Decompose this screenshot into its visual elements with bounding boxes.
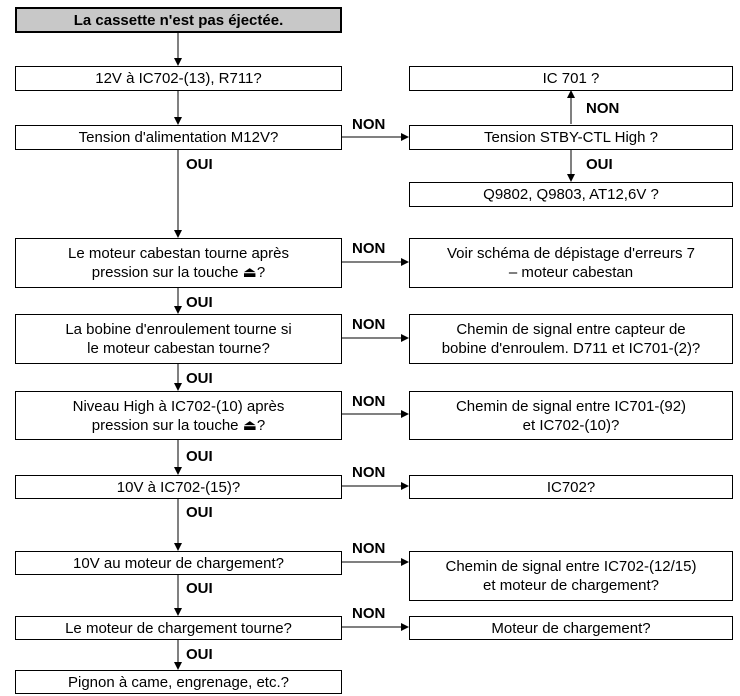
side-chemin-capteur-d711: Chemin de signal entre capteur de bobine… [409,314,733,364]
label-non: NON [352,605,386,622]
label-non: NON [352,393,386,410]
side-voir-schema-7: Voir schéma de dépistage d'erreurs 7 – m… [409,238,733,288]
side-moteur-chargement: Moteur de chargement? [409,616,733,640]
step-10v-moteur-chargement: 10V au moteur de chargement? [15,551,342,575]
label-oui: OUI [586,156,613,173]
step-bobine-enroulement: La bobine d'enroulement tourne si le mot… [15,314,342,364]
label-non: NON [352,116,386,133]
label-oui: OUI [186,504,213,521]
step-moteur-chargement-tourne: Le moteur de chargement tourne? [15,616,342,640]
side-ic702: IC702? [409,475,733,499]
label-non: NON [352,316,386,333]
side-chemin-ic701-92: Chemin de signal entre IC701-(92) et IC7… [409,391,733,440]
step-12v-ic702-13: 12V à IC702-(13), R711? [15,66,342,91]
step-moteur-cabestan: Le moteur cabestan tourne après pression… [15,238,342,288]
step-niveau-high-ic702-10: Niveau High à IC702-(10) après pression … [15,391,342,440]
label-non: NON [352,464,386,481]
label-oui: OUI [186,156,213,173]
label-non: NON [586,100,620,117]
label-oui: OUI [186,370,213,387]
label-oui: OUI [186,448,213,465]
step-pignon-came: Pignon à came, engrenage, etc.? [15,670,342,694]
side-chemin-ic702-12-15: Chemin de signal entre IC702-(12/15) et … [409,551,733,601]
label-oui: OUI [186,646,213,663]
step-10v-ic702-15: 10V à IC702-(15)? [15,475,342,499]
side-ic701: IC 701 ? [409,66,733,91]
side-q9802-q9803: Q9802, Q9803, AT12,6V ? [409,182,733,207]
label-oui: OUI [186,294,213,311]
flowchart-title: La cassette n'est pas éjectée. [15,7,342,33]
label-non: NON [352,540,386,557]
side-stby-ctl-high: Tension STBY-CTL High ? [409,125,733,150]
step-tension-m12v: Tension d'alimentation M12V? [15,125,342,150]
label-non: NON [352,240,386,257]
label-oui: OUI [186,580,213,597]
